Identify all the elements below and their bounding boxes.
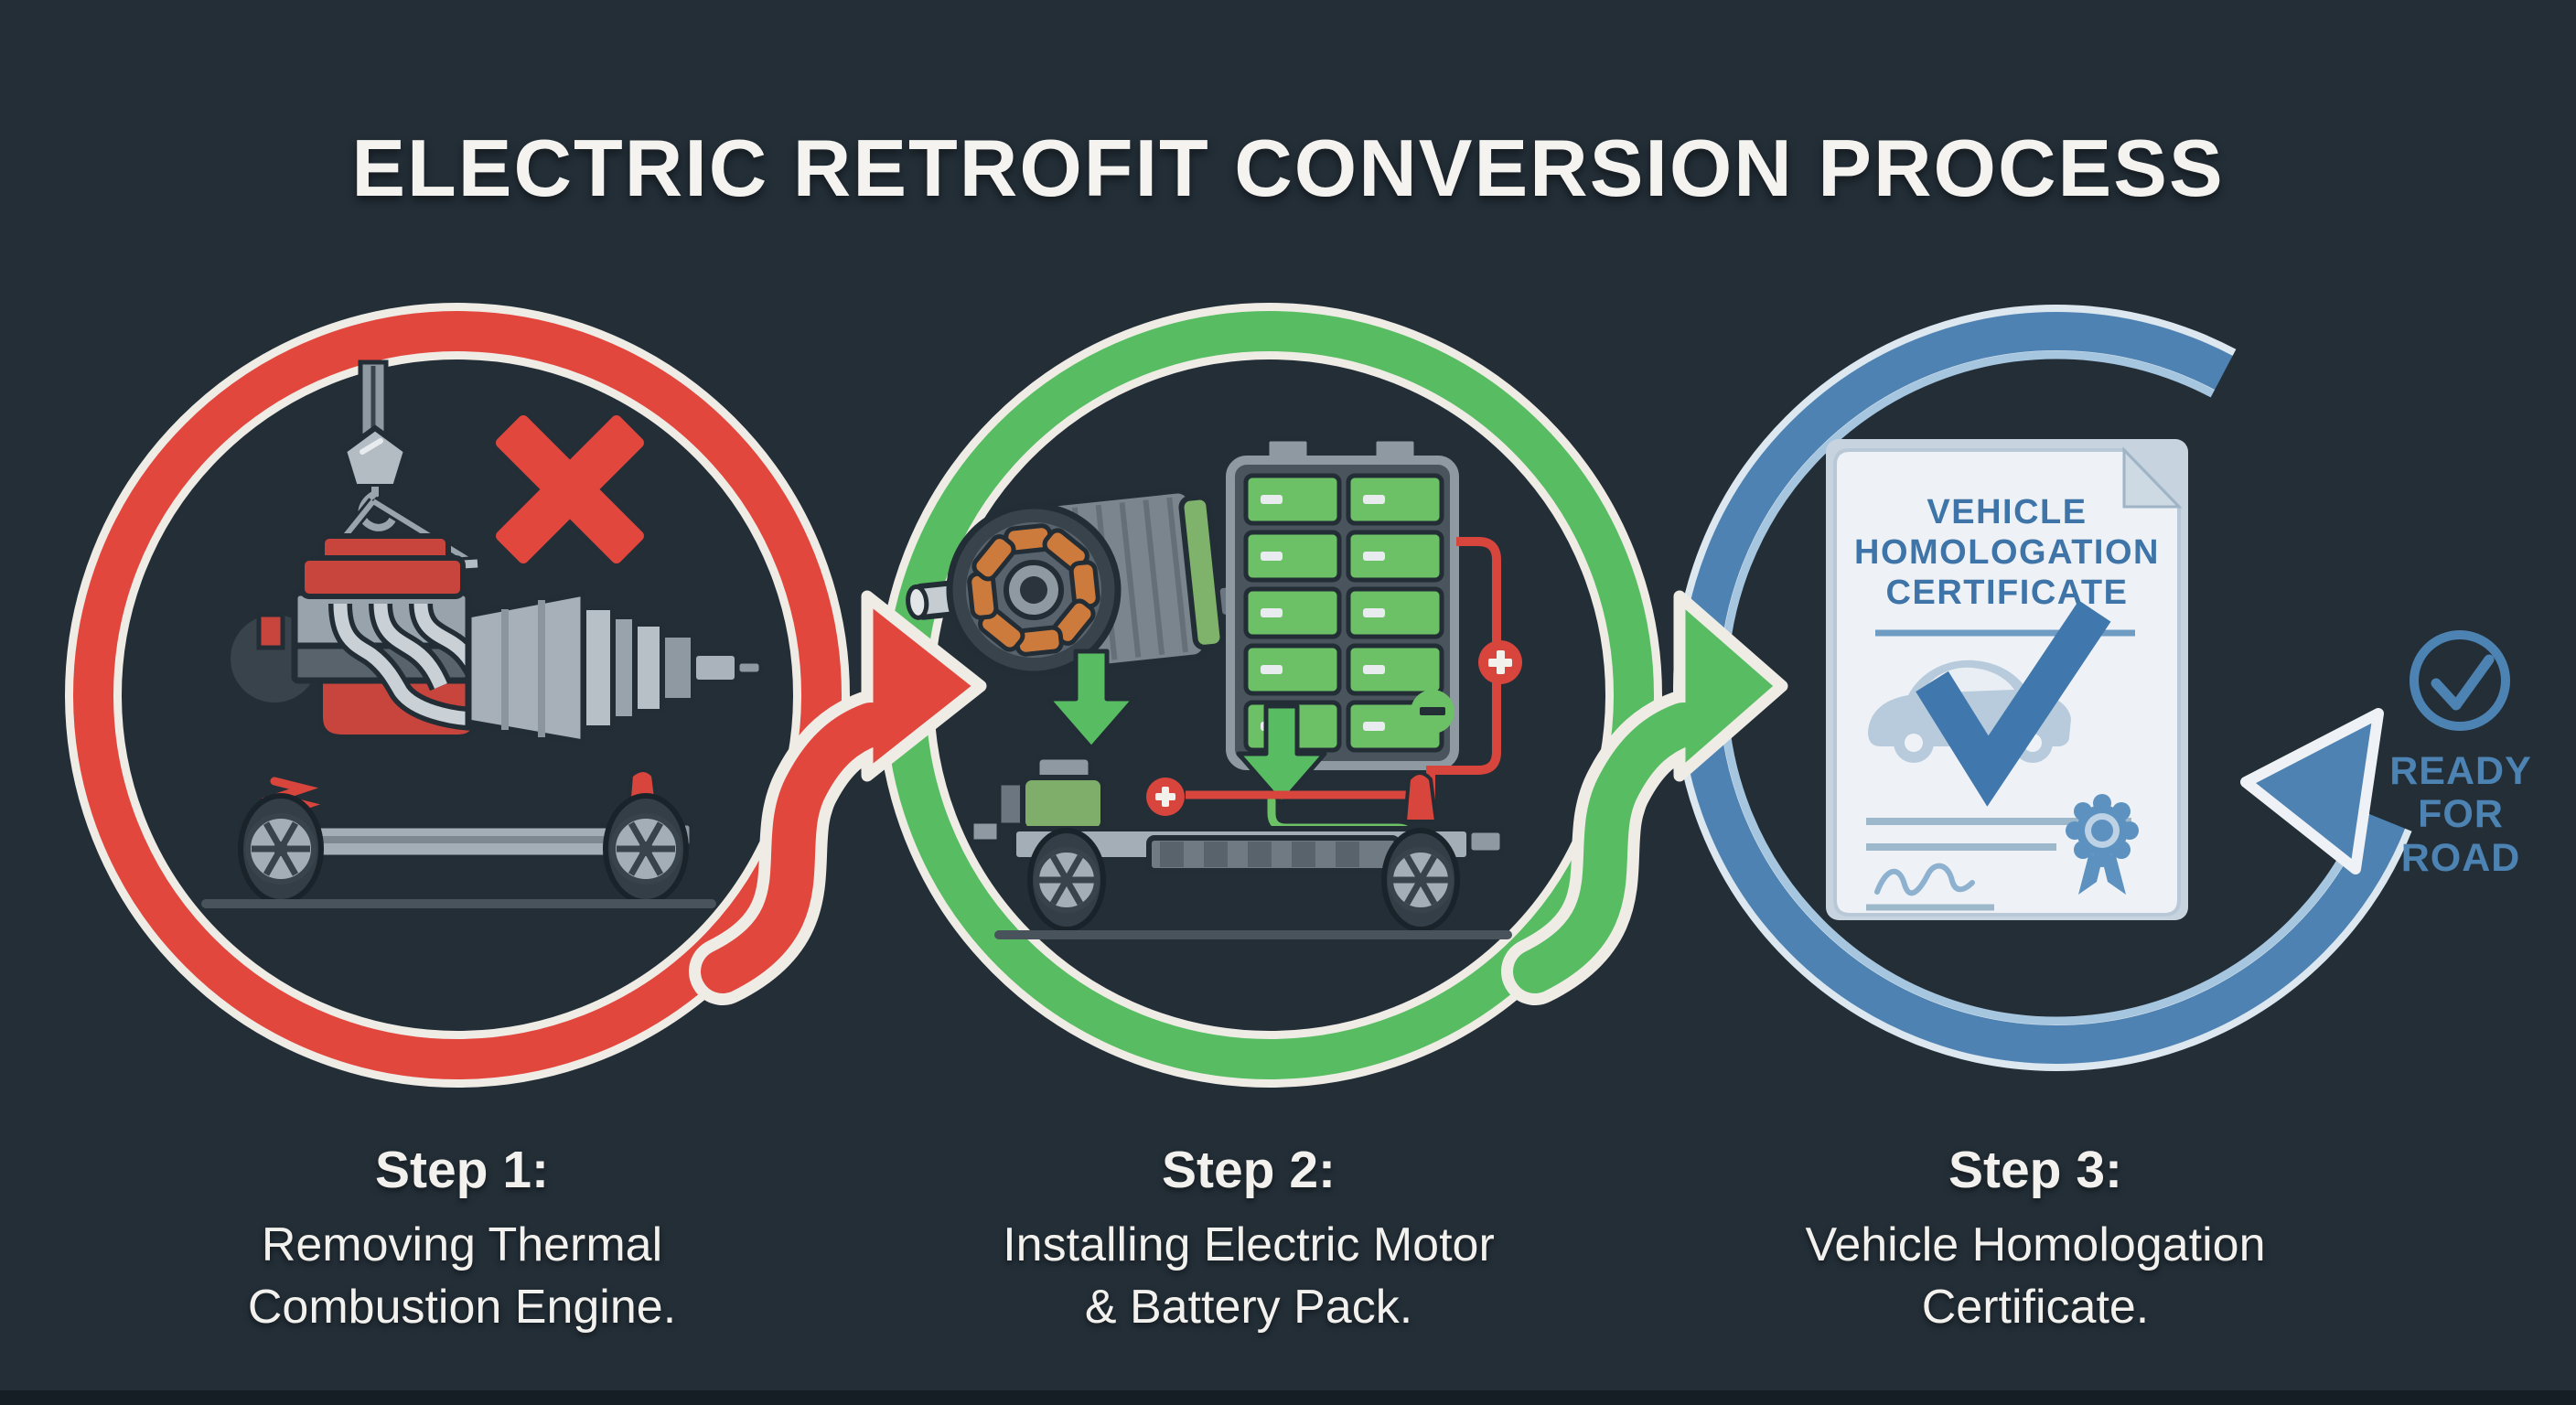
ready-line2: FOR: [2418, 792, 2504, 837]
step3-line1: Vehicle Homologation: [1805, 1218, 2266, 1271]
ev-install-illustration: [906, 436, 1522, 939]
step3-caption: Step 3: Vehicle Homologation Certificate…: [1651, 1140, 2420, 1338]
minus-badge-icon: [1411, 690, 1454, 734]
combustion-engine-icon: [231, 533, 764, 747]
certificate-title-line3: CERTIFICATE: [1886, 574, 2129, 612]
engine-removal-illustration: [201, 359, 764, 908]
wheel-icon: [1381, 828, 1460, 932]
ready-check-icon: [2410, 630, 2510, 731]
step2-label: Step 2:: [1161, 1141, 1336, 1199]
wheel-icon: [603, 793, 689, 905]
certificate-title-line1: VEHICLE: [1927, 493, 2087, 531]
signature-icon: [1874, 863, 1975, 896]
rosette-icon: [2066, 794, 2139, 895]
ready-line3: ROAD: [2400, 835, 2521, 880]
down-arrow-icon: [1236, 703, 1327, 806]
copper-winding-icon: [967, 523, 1100, 657]
step1-ring: [65, 303, 850, 1088]
step3-line2: Certificate.: [1921, 1280, 2150, 1334]
step1-line2: Combustion Engine.: [247, 1280, 677, 1334]
wheel-icon: [238, 793, 324, 905]
arrow-step1-to-step2: [689, 590, 987, 1005]
arrow-step3-exit: [2240, 708, 2384, 874]
certificate-icon: VEHICLE HOMOLOGATION CERTIFICATE: [1826, 439, 2188, 920]
empty-chassis-icon: [201, 768, 716, 908]
x-mark-icon: [496, 415, 644, 563]
battery-pack-icon: [1226, 436, 1459, 770]
wheel-icon: [1027, 828, 1106, 932]
ev-chassis-icon: [969, 755, 1512, 939]
plus-badge-icon: [1478, 640, 1522, 684]
step2-line2: & Battery Pack.: [1084, 1280, 1413, 1334]
step2-line1: Installing Electric Motor: [1003, 1218, 1495, 1271]
step3-label: Step 3:: [1948, 1141, 2123, 1199]
step2-caption: Step 2: Installing Electric Motor & Batt…: [864, 1140, 1633, 1338]
ready-line1: READY: [2389, 749, 2532, 793]
bottom-edge-strip: [0, 1390, 2576, 1405]
certificate-title-line2: HOMOLOGATION: [1854, 533, 2160, 572]
step1-label: Step 1:: [374, 1141, 550, 1199]
page-title: ELECTRIC RETROFIT CONVERSION PROCESS: [351, 123, 2225, 213]
electric-motor-icon: [906, 487, 1243, 678]
ready-for-road-badge: READY FOR ROAD: [2344, 749, 2576, 880]
checkmark-icon: [1916, 600, 2111, 807]
down-arrow-icon: [1046, 649, 1137, 751]
step1-caption: Step 1: Removing Thermal Combustion Engi…: [78, 1140, 846, 1338]
arrow-step2-to-step3: [1501, 590, 1788, 1005]
ring-gap: [2185, 308, 2487, 849]
step1-line1: Removing Thermal: [261, 1218, 663, 1271]
plus-badge-icon: [1146, 778, 1185, 816]
